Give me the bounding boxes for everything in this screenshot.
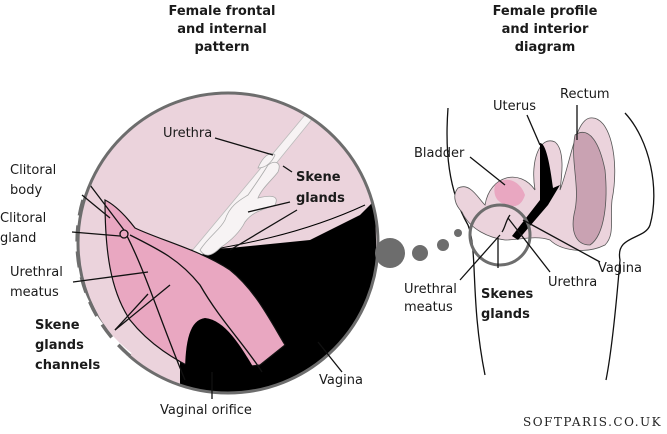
label-urethral-meatus: Urethral bbox=[10, 265, 63, 280]
bladder-shape bbox=[494, 179, 525, 207]
right-title: Female profile and interior diagram bbox=[493, 4, 598, 55]
label-bladder: Bladder bbox=[414, 146, 465, 161]
label-vagina: Vagina bbox=[319, 373, 363, 388]
label-vaginal-orifice: Vaginal orifice bbox=[160, 403, 252, 418]
title-line: Female frontal bbox=[169, 4, 276, 19]
title-line: and internal bbox=[177, 22, 267, 37]
label-rectum: Rectum bbox=[560, 87, 610, 102]
labia bbox=[104, 199, 286, 373]
label-skene-channels: Skene bbox=[35, 318, 80, 333]
label-skene-channels: channels bbox=[35, 358, 101, 373]
label-urethral-meatus-right: meatus bbox=[404, 300, 453, 315]
connector-dots bbox=[375, 229, 462, 268]
label-urethra-right: Urethra bbox=[548, 275, 597, 290]
title-line: pattern bbox=[195, 40, 250, 55]
dashed-arc bbox=[75, 199, 137, 362]
label-skene-glands: Skene bbox=[296, 170, 341, 185]
label-skenes-glands: glands bbox=[481, 307, 530, 322]
magnifier-circle-small bbox=[468, 203, 532, 267]
label-clitoral-gland: Clitoral bbox=[0, 211, 46, 226]
clitoral-gland-shape bbox=[119, 229, 129, 239]
magnifier-circle bbox=[76, 91, 380, 395]
label-clitoral-gland: gland bbox=[0, 231, 36, 246]
profile-view bbox=[446, 107, 655, 381]
skene-glands-shape bbox=[199, 153, 280, 256]
title-line: diagram bbox=[515, 40, 576, 55]
label-skene-glands: glands bbox=[296, 191, 345, 206]
label-skene-channels: glands bbox=[35, 338, 84, 353]
frontal-magnified-view bbox=[78, 93, 378, 393]
rectum-shape bbox=[572, 132, 607, 246]
title-line: Female profile bbox=[493, 4, 598, 19]
label-clitoral-body: body bbox=[10, 183, 42, 198]
watermark: SOFTPARIS.CO.UK bbox=[523, 415, 662, 429]
label-vagina-right: Vagina bbox=[598, 261, 642, 276]
leader-lines-right bbox=[459, 105, 601, 281]
label-urethral-meatus: meatus bbox=[10, 285, 59, 300]
label-uterus: Uterus bbox=[493, 99, 536, 114]
left-title: Female frontal and internal pattern bbox=[169, 4, 276, 55]
label-urethral-meatus-right: Urethral bbox=[404, 282, 457, 297]
vaginal-opening bbox=[185, 318, 255, 375]
uterus-vagina-shape bbox=[512, 143, 560, 240]
label-urethra: Urethra bbox=[163, 126, 212, 141]
title-line: and interior bbox=[502, 22, 589, 37]
leader-lines bbox=[71, 137, 343, 399]
label-clitoral-body: Clitoral bbox=[10, 163, 56, 178]
label-skenes-glands: Skenes bbox=[481, 287, 534, 302]
